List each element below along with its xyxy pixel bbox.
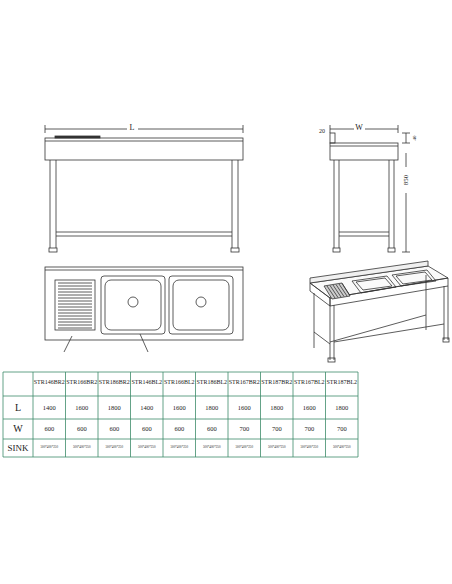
table-cell: 500*400*250 <box>138 446 156 449</box>
rib <box>58 295 92 296</box>
table-cell: 500*400*250 <box>268 446 286 449</box>
table-cell: 500*400*250 <box>40 446 58 449</box>
table-cell: 1800 <box>108 404 121 411</box>
table-rule <box>3 419 358 420</box>
table-cell: 1800 <box>205 404 218 411</box>
table-rule <box>3 372 358 373</box>
rib <box>58 310 92 311</box>
drain-ribs <box>58 283 92 328</box>
table-cell: 1600 <box>173 404 186 411</box>
model-code: STR167BR2 <box>229 379 260 385</box>
front-view <box>45 125 243 252</box>
model-code: STR166BR2 <box>66 379 97 385</box>
table-rule <box>163 372 164 457</box>
table-cell: 500*400*250 <box>203 446 221 449</box>
model-code: STR146BL2 <box>131 379 162 385</box>
rib <box>58 301 92 302</box>
table-cell: 600 <box>109 426 119 433</box>
table-cell: 600 <box>174 426 184 433</box>
table-cell: 500*400*250 <box>300 446 318 449</box>
rib <box>58 328 92 329</box>
table-rule <box>3 457 358 458</box>
top-view <box>45 267 243 352</box>
rib <box>58 325 92 326</box>
table-rule <box>195 372 196 457</box>
table-cell: 500*400*250 <box>235 446 253 449</box>
isometric-view <box>310 261 449 362</box>
table-cell: 700 <box>304 426 314 433</box>
table-cell: 1400 <box>140 404 153 411</box>
rib <box>58 286 92 287</box>
rib <box>58 304 92 305</box>
rib <box>58 307 92 308</box>
rib <box>336 285 344 297</box>
rib <box>342 284 350 296</box>
model-code: STR146BR2 <box>34 379 65 385</box>
table-rule <box>65 372 66 457</box>
table-rule <box>98 372 99 457</box>
table-cell: 1800 <box>335 404 348 411</box>
table-rule <box>325 372 326 457</box>
side-view <box>330 125 410 252</box>
dimension-label: L <box>130 124 135 132</box>
rib <box>330 286 338 298</box>
model-code: STR166BL2 <box>164 379 195 385</box>
rib <box>58 322 92 323</box>
table-rule <box>293 372 294 457</box>
table-cell: 700 <box>337 426 347 433</box>
rib <box>58 319 92 320</box>
table-rule <box>3 439 358 440</box>
rib <box>333 285 341 297</box>
table-rule <box>260 372 261 457</box>
table-cell: 500*400*250 <box>105 446 123 449</box>
model-code: STR186BR2 <box>99 379 130 385</box>
drain-ribs-3d <box>327 284 350 299</box>
table-rule <box>33 372 34 457</box>
table-cell: 1400 <box>43 404 56 411</box>
row-header: SINK <box>7 444 28 453</box>
table-cell: 600 <box>44 426 54 433</box>
rib <box>58 313 92 314</box>
table-cell: 700 <box>239 426 249 433</box>
dimension-label: 850 <box>403 175 410 186</box>
table-cell: 600 <box>207 426 217 433</box>
rib <box>58 292 92 293</box>
rib <box>58 316 92 317</box>
table-rule <box>3 396 358 397</box>
table-cell: 1600 <box>303 404 316 411</box>
rib <box>339 284 347 296</box>
model-code: STR186BL2 <box>196 379 227 385</box>
table-cell: 500*400*250 <box>170 446 188 449</box>
table-cell: 1600 <box>75 404 88 411</box>
table-cell: 600 <box>77 426 87 433</box>
model-code: STR167BL2 <box>294 379 325 385</box>
table-cell: 700 <box>272 426 282 433</box>
rib <box>58 289 92 290</box>
rib <box>327 286 335 298</box>
table-cell: 500*400*250 <box>73 446 91 449</box>
row-header: W <box>13 424 22 434</box>
rib <box>58 283 92 284</box>
table-rule <box>358 372 359 457</box>
row-header: L <box>15 403 21 413</box>
spec-table <box>3 372 358 457</box>
table-cell: 500*400*250 <box>333 446 351 449</box>
dimension-label: 20 <box>319 128 325 134</box>
table-cell: 600 <box>142 426 152 433</box>
table-cell: 1600 <box>238 404 251 411</box>
table-rule <box>3 372 4 457</box>
table-rule <box>130 372 131 457</box>
model-code: STR187BR2 <box>261 379 292 385</box>
dimension-label: 40 <box>412 136 417 141</box>
model-code: STR187BL2 <box>326 379 357 385</box>
rib <box>58 298 92 299</box>
table-cell: 1800 <box>270 404 283 411</box>
dimension-label: W <box>355 124 363 132</box>
table-rule <box>228 372 229 457</box>
